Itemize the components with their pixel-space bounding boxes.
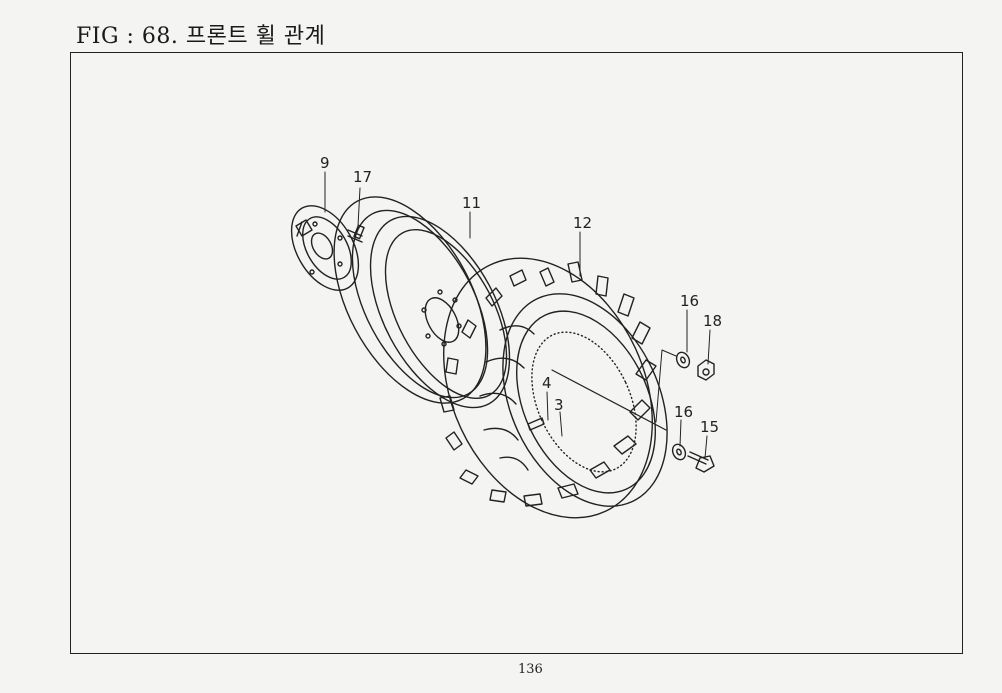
- wheel-disc-part: [333, 196, 511, 409]
- wheel-stud-part: [347, 224, 365, 243]
- page-number: 136: [518, 662, 543, 677]
- callout-4: 4: [542, 374, 552, 392]
- callout-12: 12: [573, 214, 592, 232]
- figure-title: FIG : 68. 프론트 휠 관계: [76, 24, 326, 49]
- washer-upper-part: [675, 351, 691, 369]
- tractor-tire-part: [439, 257, 668, 519]
- callout-15: 15: [700, 418, 719, 436]
- callout-17: 17: [353, 168, 372, 186]
- callout-3: 3: [554, 396, 564, 414]
- hub-flange-part: [290, 205, 360, 291]
- callout-9: 9: [320, 154, 330, 172]
- callout-16-upper: 16: [680, 292, 699, 310]
- washer-lower-part: [671, 443, 687, 461]
- callout-16-lower: 16: [674, 403, 693, 421]
- callout-11: 11: [462, 194, 481, 212]
- bolt-part: [687, 451, 715, 473]
- diagram-frame: [70, 52, 963, 654]
- callout-18: 18: [703, 312, 722, 330]
- nut-part: [697, 359, 715, 381]
